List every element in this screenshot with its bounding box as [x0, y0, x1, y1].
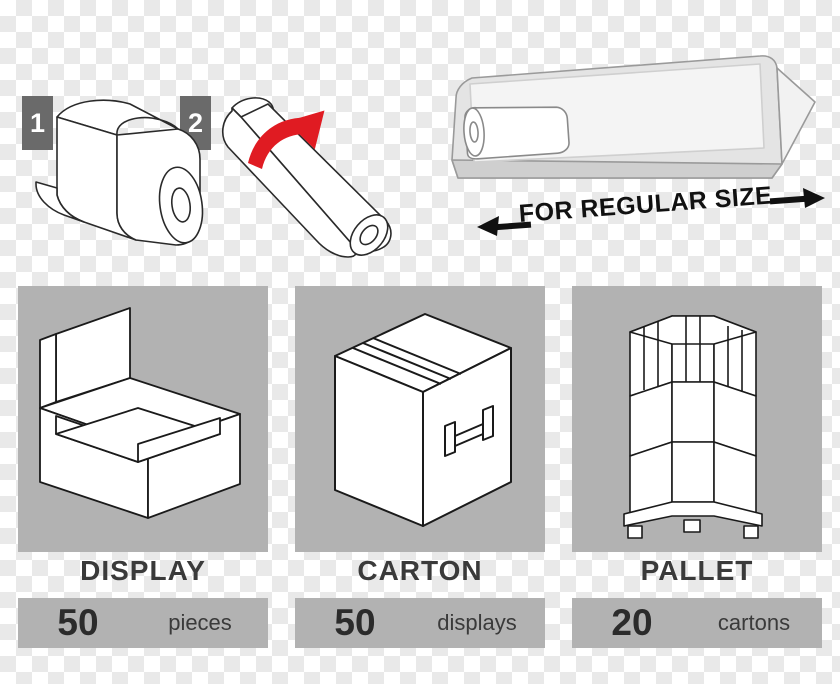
- display-panel-artwork: [18, 286, 268, 552]
- pallet-panel-artwork: [572, 286, 822, 552]
- display-box-icon: [39, 307, 241, 519]
- instruction-steps-section: 1 2: [0, 0, 840, 286]
- sheet-with-roll-icon: [451, 55, 816, 179]
- display-panel-count-row: 50 pieces: [18, 598, 268, 648]
- pallet-panel-title: PALLET: [640, 555, 754, 586]
- panel-carton: CARTON 50 displays: [295, 286, 545, 684]
- rolling-direction-arrow-icon: [248, 110, 325, 169]
- pallet-count-unit: cartons: [717, 610, 791, 635]
- pallet-panel-count-row: 20 cartons: [572, 598, 822, 648]
- panel-pallet: PALLET 20 cartons: [572, 286, 822, 684]
- display-count-number: 50: [57, 602, 99, 643]
- panel-display: DISPLAY 50 pieces: [18, 286, 268, 684]
- carton-count-unit: displays: [437, 610, 517, 635]
- carton-count-number: 50: [334, 602, 376, 643]
- carton-panel-count-row: 50 displays: [295, 598, 545, 648]
- packaging-panels-section: DISPLAY 50 pieces: [0, 286, 840, 684]
- arrow-left-icon: [477, 216, 532, 236]
- step-badge-2: 2: [180, 96, 211, 150]
- step-badge-1: 1: [22, 96, 53, 150]
- carton-box-icon: [334, 313, 512, 527]
- arrow-right-icon: [769, 188, 825, 208]
- carton-panel-artwork: [295, 286, 545, 552]
- pallet-count-number: 20: [611, 602, 653, 643]
- step-badge-1-label: 1: [29, 107, 46, 138]
- pallet-stack-icon: [623, 315, 763, 539]
- display-panel-title: DISPLAY: [80, 555, 206, 586]
- film-roll-unrolled-icon: [35, 99, 204, 246]
- display-count-unit: pieces: [168, 610, 232, 635]
- carton-panel-title: CARTON: [357, 555, 483, 586]
- film-roll-rolling-icon: [222, 97, 392, 258]
- step-badge-2-label: 2: [187, 107, 204, 138]
